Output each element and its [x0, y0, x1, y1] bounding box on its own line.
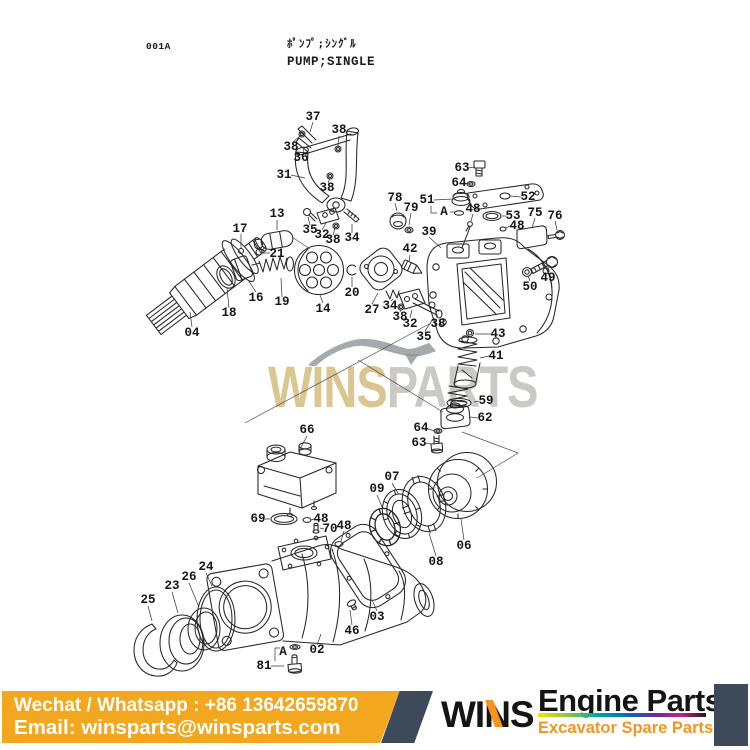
part-plug-78	[389, 212, 407, 230]
part-pump-housing-39	[426, 237, 560, 349]
part-oring-69	[270, 512, 298, 526]
part-ring-48-c	[302, 517, 312, 523]
excavator-arm-icon	[308, 338, 436, 366]
guide-lines	[244, 236, 519, 479]
part-plug-70	[312, 522, 320, 534]
part-plug-21	[255, 246, 267, 256]
page-title-japanese: ﾎﾟﾝﾌﾟ;ｼﾝｸﾞﾙ	[287, 37, 357, 50]
contact-email: Email: winsparts@winsparts.com	[14, 716, 341, 739]
part-spring-41	[447, 336, 481, 403]
part-bolt-63-bottom	[430, 434, 444, 454]
part-washer-a-top	[453, 210, 465, 216]
part-fitting-42	[401, 259, 423, 274]
part-bolt-81	[287, 654, 303, 674]
part-pin-48-b	[499, 226, 507, 232]
part-cylinder-13	[253, 230, 294, 250]
part-pump-casing-02	[206, 544, 435, 651]
part-bearing-26	[187, 607, 221, 651]
part-nut-43	[465, 328, 475, 338]
contact-banner: Wechat / Whatsapp : +86 13642659870 Emai…	[2, 691, 400, 743]
part-washer-a-bottom	[289, 644, 301, 650]
part-pin-set-upper	[302, 207, 360, 230]
part-regulator-66	[256, 442, 337, 518]
brand-title: Engine Parts	[538, 683, 722, 718]
part-cylinder-block-14	[293, 244, 345, 296]
contact-whatsapp: Wechat / Whatsapp : +86 13642659870	[14, 695, 359, 716]
part-fork-arm-31	[294, 125, 359, 213]
part-snap-ring-25	[133, 623, 178, 677]
part-valve-plate-27	[359, 247, 403, 291]
part-oring-53	[482, 210, 502, 222]
brand-gradient-bar	[538, 713, 706, 717]
part-oring-24	[196, 586, 236, 652]
part-drive-shaft	[145, 237, 267, 336]
part-nut-50	[521, 266, 533, 278]
part-ring-18	[216, 265, 236, 289]
part-plate-75	[516, 225, 548, 250]
part-piston-16	[230, 255, 253, 282]
part-washer-17	[237, 247, 245, 255]
part-ring-64-bottom	[433, 428, 443, 434]
part-end-cover-06	[427, 451, 498, 520]
part-bolt-49	[530, 255, 559, 275]
brand-subtitle: Excavator Spare Parts	[538, 719, 714, 737]
part-bolt-63-top	[473, 160, 486, 177]
part-ring-79	[404, 226, 414, 234]
part-snap-ring-20	[346, 264, 357, 276]
part-cover-plate-52	[466, 183, 544, 210]
part-bolt-76	[547, 229, 566, 241]
footer-corner-block	[714, 684, 748, 746]
part-pin-48-a	[461, 221, 473, 249]
doc-code: 001A	[146, 41, 171, 52]
part-pin-set-lower	[385, 288, 443, 319]
watermark-left: WINS	[268, 353, 388, 420]
part-gasket-03	[330, 523, 406, 609]
part-plug-46	[346, 599, 357, 611]
part-cap-62	[440, 402, 471, 430]
part-bearing-09	[368, 507, 402, 547]
part-cap-51	[451, 188, 471, 207]
leader-lines	[147, 121, 558, 667]
page-title: PUMP;SINGLE	[287, 55, 376, 69]
part-spring-19	[258, 256, 288, 273]
